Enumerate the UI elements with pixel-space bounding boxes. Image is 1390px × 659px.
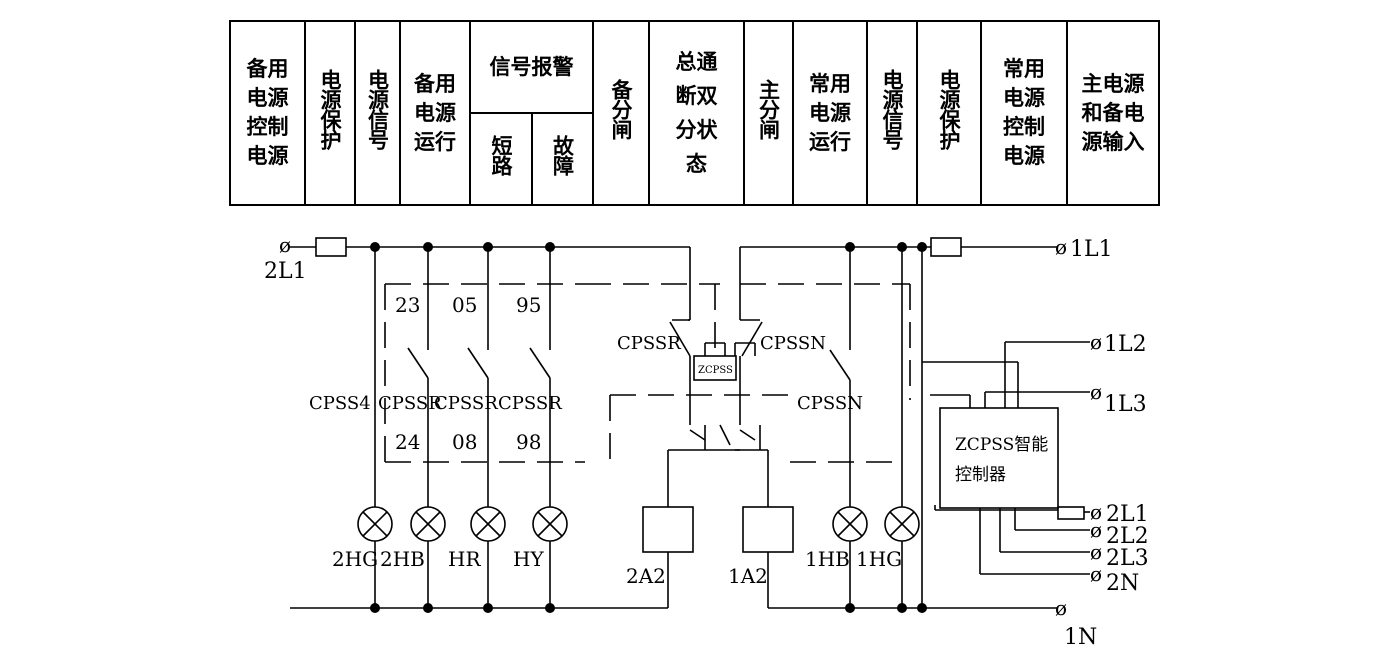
phi-1L2: ø bbox=[1090, 330, 1102, 354]
label-cpss4: CPSS4 bbox=[309, 393, 371, 414]
function-header-table: 备用电源控制电源 电源保护 电源信号 备用电源运行 信号报警 备分闸 总通断双分… bbox=[229, 20, 1160, 206]
header-fault: 故障 bbox=[531, 112, 594, 206]
junction-dots bbox=[370, 242, 927, 613]
contact-cpssr-main bbox=[669, 319, 691, 400]
phi-1L3: ø bbox=[1090, 380, 1102, 404]
label-zcpss-mini: ZCPSS bbox=[698, 365, 733, 376]
lamp-2HB bbox=[410, 506, 446, 542]
phi-2L1-out: ø bbox=[1090, 500, 1102, 524]
coil-2A2 bbox=[642, 506, 694, 553]
lamp-2HG bbox=[357, 506, 393, 542]
header-main-trip: 主分闸 bbox=[743, 20, 794, 206]
phi-1L1: ø bbox=[1055, 235, 1067, 259]
header-backup-trip: 备分闸 bbox=[592, 20, 650, 206]
header-power-protection-1: 电源保护 bbox=[304, 20, 356, 206]
header-total-on-off-state: 总通断双分状态 bbox=[648, 20, 745, 206]
header-power-signal-1: 电源信号 bbox=[354, 20, 401, 206]
lamp-label-HY: HY bbox=[513, 547, 544, 571]
contact-no-23: 23 bbox=[395, 293, 420, 317]
zcpss-controller-box bbox=[939, 407, 1059, 509]
label-cpssr-1: CPSSR bbox=[378, 393, 442, 414]
phi-2L3: ø bbox=[1090, 540, 1102, 564]
lamp-label-2HG: 2HG bbox=[332, 547, 378, 571]
lamp-label-HR: HR bbox=[448, 547, 481, 571]
label-cpssn-main: CPSSN bbox=[760, 333, 826, 354]
lamp-label-2HB: 2HB bbox=[380, 547, 425, 571]
terminal-2L3: 2L3 bbox=[1106, 546, 1149, 571]
terminal-2L1-out: 2L1 bbox=[1106, 502, 1149, 527]
coil-label-1A2: 1A2 bbox=[728, 564, 768, 588]
phi-1N: ø bbox=[1055, 596, 1067, 620]
lamp-HY bbox=[532, 506, 568, 542]
label-cpssn-2: CPSSN bbox=[797, 393, 863, 414]
header-normal-control-power: 常用电源控制电源 bbox=[980, 20, 1068, 206]
contact-cpssn-main bbox=[739, 319, 763, 400]
contact-no-98: 98 bbox=[516, 430, 541, 454]
controller-label-line1: ZCPSS智能 bbox=[955, 435, 1048, 455]
terminal-2L1-in: 2L1 bbox=[264, 259, 307, 284]
terminal-1L1: 1L1 bbox=[1070, 237, 1113, 262]
header-power-signal-2: 电源信号 bbox=[866, 20, 918, 206]
zcpss-mini-box bbox=[693, 355, 737, 381]
terminal-1N: 1N bbox=[1064, 625, 1097, 650]
lamp-label-1HB: 1HB bbox=[805, 547, 850, 571]
contact-no-08: 08 bbox=[452, 430, 477, 454]
coil-1A2 bbox=[742, 506, 794, 553]
label-cpssr-3: CPSSR bbox=[498, 393, 562, 414]
terminal-2N: 2N bbox=[1106, 571, 1139, 596]
header-backup-control-power: 备用电源控制电源 bbox=[229, 20, 306, 206]
header-short-circuit: 短路 bbox=[469, 112, 533, 206]
lamp-label-1HG: 1HG bbox=[856, 547, 902, 571]
lamp-HR bbox=[470, 506, 506, 542]
terminal-1L2: 1L2 bbox=[1104, 332, 1147, 357]
contact-no-95: 95 bbox=[516, 293, 541, 317]
header-main-backup-input: 主电源和备电源输入 bbox=[1066, 20, 1160, 206]
header-power-protection-2: 电源保护 bbox=[916, 20, 982, 206]
dashed-enclosure-left bbox=[384, 283, 911, 463]
contact-no-05: 05 bbox=[452, 293, 477, 317]
header-signal-alarm: 信号报警 bbox=[469, 20, 594, 114]
lamp-1HB bbox=[832, 506, 868, 542]
lamp-1HG bbox=[884, 506, 920, 542]
bus-2L1 bbox=[290, 237, 691, 320]
phi-2N: ø bbox=[1090, 562, 1102, 586]
label-cpssr-main: CPSSR bbox=[617, 333, 681, 354]
header-backup-power-running: 备用电源运行 bbox=[399, 20, 471, 206]
label-cpssr-2: CPSSR bbox=[434, 393, 498, 414]
terminal-2L2: 2L2 bbox=[1106, 524, 1149, 549]
coil-label-2A2: 2A2 bbox=[626, 564, 666, 588]
contact-no-24: 24 bbox=[395, 430, 420, 454]
header-normal-power-running: 常用电源运行 bbox=[792, 20, 868, 206]
phi-2L1: ø bbox=[279, 233, 291, 257]
terminal-1L3: 1L3 bbox=[1104, 392, 1147, 417]
phi-2L2: ø bbox=[1090, 518, 1102, 542]
controller-label-line2: 控制器 bbox=[955, 465, 1006, 485]
